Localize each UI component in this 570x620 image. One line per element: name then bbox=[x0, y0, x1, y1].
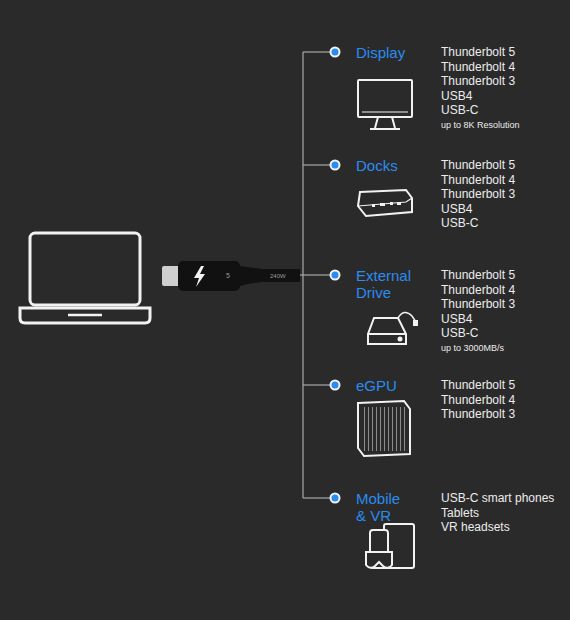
support-item: Thunderbolt 5 bbox=[441, 158, 515, 173]
support-list: USB-C smart phonesTabletsVR headsets bbox=[441, 491, 554, 535]
dock-icon bbox=[358, 190, 412, 216]
category-heading: Display bbox=[356, 44, 446, 61]
support-item: Thunderbolt 4 bbox=[441, 60, 520, 75]
category-node: DisplayThunderbolt 5Thunderbolt 4Thunder… bbox=[356, 44, 520, 132]
support-list: Thunderbolt 5Thunderbolt 4Thunderbolt 3U… bbox=[441, 268, 515, 355]
support-item: Thunderbolt 5 bbox=[441, 45, 520, 60]
support-item: Thunderbolt 4 bbox=[441, 283, 515, 298]
mobile-icon bbox=[366, 524, 414, 568]
support-item: USB-C bbox=[441, 103, 520, 118]
spec-note: up to 3000MB/s bbox=[441, 341, 515, 355]
support-item: USB-C smart phones bbox=[441, 491, 554, 506]
category-heading: eGPU bbox=[356, 377, 446, 394]
support-list: Thunderbolt 5Thunderbolt 4Thunderbolt 3U… bbox=[441, 158, 515, 231]
support-item: USB4 bbox=[441, 312, 515, 327]
drive-icon bbox=[368, 312, 418, 344]
cable-marking: 5 bbox=[226, 271, 230, 280]
laptop-icon bbox=[20, 233, 150, 323]
spec-note: up to 8K Resolution bbox=[441, 118, 520, 132]
support-item: Thunderbolt 3 bbox=[441, 74, 520, 89]
category-heading: Mobile & VR bbox=[356, 490, 406, 524]
monitor-icon bbox=[358, 80, 412, 129]
support-item: USB-C bbox=[441, 326, 515, 341]
branch-lines bbox=[300, 52, 331, 498]
support-item: USB4 bbox=[441, 202, 515, 217]
support-item: Thunderbolt 4 bbox=[441, 173, 515, 188]
support-item: Thunderbolt 5 bbox=[441, 378, 515, 393]
support-list: Thunderbolt 5Thunderbolt 4Thunderbolt 3 bbox=[441, 378, 515, 422]
support-list: Thunderbolt 5Thunderbolt 4Thunderbolt 3U… bbox=[441, 45, 520, 132]
branch-dots bbox=[331, 48, 340, 503]
category-heading: Docks bbox=[356, 157, 446, 174]
support-item: Thunderbolt 3 bbox=[441, 297, 515, 312]
support-item: Thunderbolt 3 bbox=[441, 187, 515, 202]
support-item: USB-C bbox=[441, 216, 515, 231]
support-item: VR headsets bbox=[441, 520, 554, 535]
support-item: Tablets bbox=[441, 506, 554, 521]
support-item: Thunderbolt 3 bbox=[441, 407, 515, 422]
thunderbolt-cable bbox=[162, 261, 300, 291]
category-heading: External Drive bbox=[356, 267, 426, 301]
egpu-icon bbox=[358, 401, 410, 456]
category-node: External Drive Thunderbolt 5Thunderbolt 4… bbox=[356, 267, 516, 355]
support-item: Thunderbolt 5 bbox=[441, 268, 515, 283]
support-item: USB4 bbox=[441, 89, 520, 104]
category-node: Mobile & VR USB-C smart phonesTabletsVR h… bbox=[356, 490, 555, 535]
cable-marking: 240W bbox=[270, 272, 286, 280]
category-node: DocksThunderbolt 5Thunderbolt 4Thunderbo… bbox=[356, 157, 516, 231]
category-node: eGPUThunderbolt 5Thunderbolt 4Thunderbol… bbox=[356, 377, 516, 422]
support-item: Thunderbolt 4 bbox=[441, 393, 515, 408]
